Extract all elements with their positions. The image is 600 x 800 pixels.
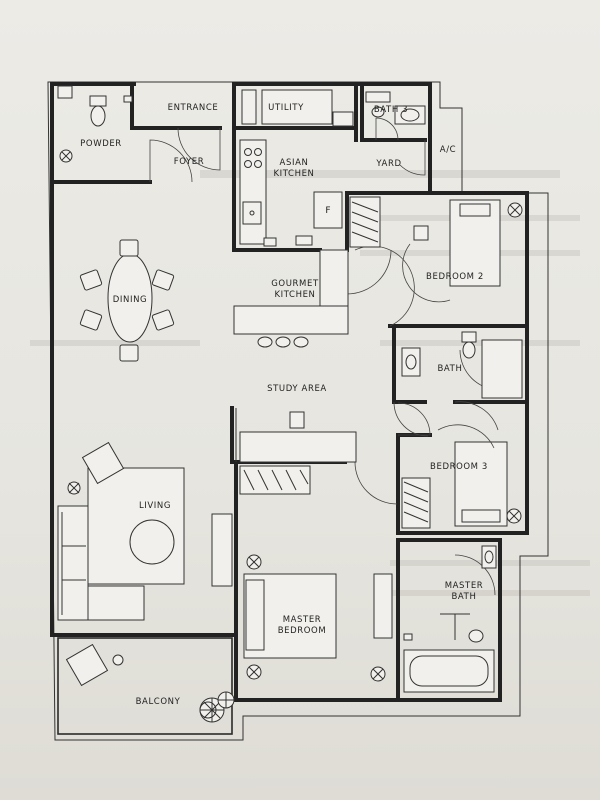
outer-boundary: [47, 81, 549, 741]
label-entrance: ENTRANCE: [168, 103, 219, 113]
label-gourmet-kitchen-line1: GOURMET: [271, 279, 319, 289]
label-dining: DINING: [113, 295, 147, 305]
label-gourmet-kitchen-line2: KITCHEN: [274, 290, 315, 300]
label-asian-kitchen-line2: KITCHEN: [273, 169, 314, 179]
label-ac: A/C: [440, 145, 456, 155]
svg-text:F: F: [325, 206, 330, 216]
master-bedroom-furniture: [239, 465, 393, 682]
living-furniture: [57, 441, 233, 621]
label-yard: YARD: [375, 159, 401, 169]
bath3-fixtures: [365, 91, 426, 125]
master-bath-fixtures: [403, 545, 497, 693]
study-desk: [235, 408, 357, 463]
powder-fixtures: [57, 85, 133, 163]
asian-kitchen-fixtures: F: [239, 139, 343, 247]
label-master-bedroom-line1: MASTER: [283, 615, 322, 625]
bedroom3-furniture: [401, 424, 522, 529]
label-utility: UTILITY: [268, 103, 304, 113]
bath-fixtures: [401, 331, 523, 399]
label-powder: POWDER: [80, 139, 122, 149]
label-master-bath-line1: MASTER: [445, 581, 484, 591]
label-study-area: STUDY AREA: [267, 384, 327, 394]
room-labels: POWDER ENTRANCE FOYER UTILITY BATH 3 YAR…: [80, 103, 488, 707]
balcony-area: [57, 637, 235, 735]
dining-set: [79, 239, 175, 362]
label-asian-kitchen-line1: ASIAN: [280, 158, 309, 168]
label-living: LIVING: [139, 501, 171, 511]
label-balcony: BALCONY: [136, 697, 181, 707]
label-bedroom-3: BEDROOM 3: [430, 462, 488, 472]
utility-fixtures: [241, 89, 354, 127]
door-swings: [149, 117, 501, 596]
label-bath3: BATH 3: [374, 105, 408, 115]
label-bedroom-2: BEDROOM 2: [426, 272, 484, 282]
label-bath: BATH: [438, 364, 463, 374]
bedroom2-furniture: [349, 196, 523, 303]
label-master-bedroom-line2: BEDROOM: [278, 626, 327, 636]
gourmet-kitchen-fixtures: [233, 249, 349, 348]
label-master-bath-line2: BATH: [452, 592, 477, 602]
label-foyer: FOYER: [174, 157, 205, 167]
